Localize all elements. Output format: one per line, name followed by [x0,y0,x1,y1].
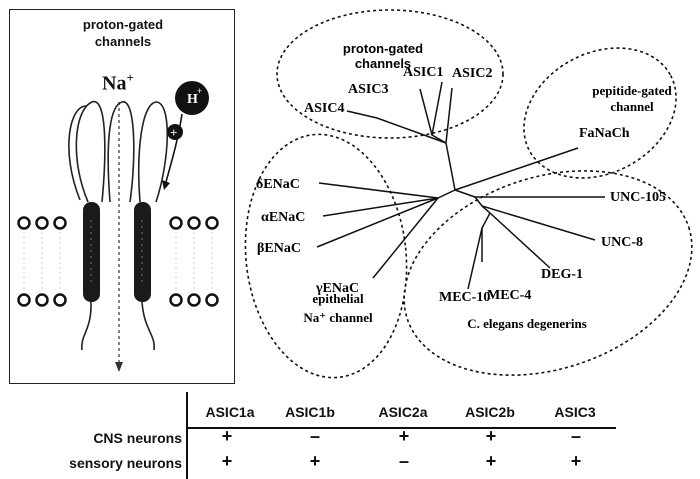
membrane-lipids [17,216,219,307]
leaf-asic4: ASIC4 [304,101,344,116]
channel-drawing: H + + [17,81,219,372]
expression-table: ASIC1a ASIC1b ASIC2a ASIC2b ASIC3 CNS ne… [0,392,700,479]
row-label-cns-neurons: CNS neurons [93,430,182,446]
extracellular-loops [68,101,169,203]
leaf-unc8: UNC-8 [601,235,643,250]
group-label-degenerins: C. elegans degenerins [467,316,587,331]
table-cell: + [221,451,233,471]
group-outline-degenerins [403,170,693,376]
group-label-peptide-gated-1: pepitide-gated [592,83,672,98]
column-header-asic1b: ASIC1b [285,404,335,420]
plus-charge-ball [167,124,183,140]
leaf-delta-enac: δENaC [256,177,300,192]
ion-pathway-arrowhead [115,362,123,372]
group-label-epithelial-1: epithelial [312,291,364,306]
column-header-asic3: ASIC3 [554,404,596,420]
table-cell: – [309,426,320,446]
panel-title-line2: channels [94,34,152,49]
phylogenetic-tree: proton-gated channels pepitide-gated cha… [244,9,693,379]
column-header-asic1a: ASIC1a [205,404,255,420]
table-cell: + [485,426,497,446]
group-label-proton-gated-1: proton-gated [343,41,423,56]
panel-title-line1: proton-gated [82,17,164,32]
sodium-symbol: Na [102,72,127,95]
tree-branches [316,81,605,290]
table-cell: + [309,451,321,471]
column-header-asic2b: ASIC2b [465,404,515,420]
leaf-alpha-enac: αENaC [261,210,305,225]
group-label-proton-gated-2: channels [355,56,411,71]
table-horizontal-rule [186,427,616,429]
proton-arrowhead [162,180,170,190]
table-cell: + [485,451,497,471]
leaf-asic2: ASIC2 [452,66,492,81]
table-cell: – [570,426,581,446]
group-outline-proton-gated [276,9,504,139]
leaf-asic1: ASIC1 [403,65,443,80]
leaf-asic3: ASIC3 [348,82,388,97]
table-cell: + [221,426,233,446]
plus-charge-sign: + [170,125,177,140]
table-cell: + [398,426,410,446]
channel-schematic-panel: proton-gated channels Na+ [9,9,235,384]
column-header-asic2a: ASIC2a [378,404,428,420]
leaf-mec10: MEC-10 [439,290,490,305]
table-vertical-rule [186,392,188,479]
group-label-peptide-gated-2: channel [610,99,654,114]
leaf-beta-enac: βENaC [257,241,301,256]
group-outline-peptide-gated [523,47,677,179]
sodium-charge: + [126,70,134,85]
table-cell: – [398,451,409,471]
intracellular-tail-left [81,301,92,351]
intracellular-tail-right [141,301,155,351]
group-outline-epithelial [244,133,408,379]
panel-title: proton-gated channels [10,16,236,50]
proton-symbol: H [187,92,198,107]
sodium-ion-label: Na+ [102,70,134,96]
table-cell: + [570,451,582,471]
leaf-gamma-enac: γENaC [315,281,359,296]
proton-ball [175,81,209,115]
proton-charge: + [197,86,202,96]
leaf-unc105: UNC-105 [610,190,666,205]
leaf-mec4: MEC-4 [487,288,531,303]
row-label-sensory-neurons: sensory neurons [69,455,182,471]
leaf-fanach: FaNaCh [579,126,630,141]
group-label-epithelial-2: Na⁺ channel [303,310,373,325]
proton-arrow [165,113,183,183]
leaf-deg1: DEG-1 [541,267,583,282]
lipid-tails [23,232,213,292]
